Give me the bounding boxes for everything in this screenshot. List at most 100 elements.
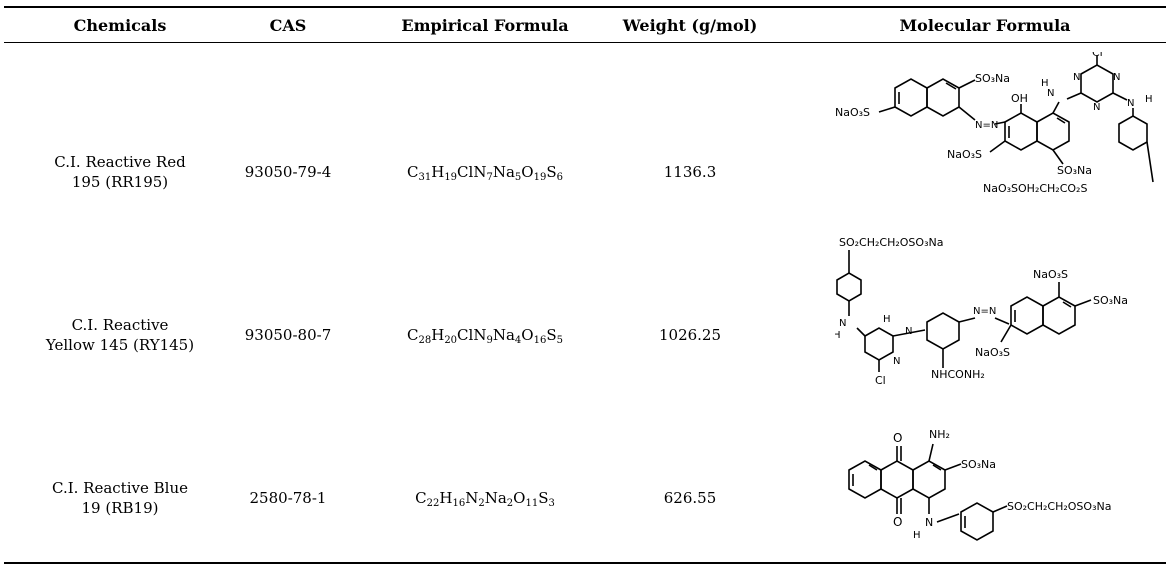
formula-subscript: 28	[418, 335, 432, 346]
formula-element: S	[546, 326, 557, 344]
ry-nhconh2: NHCONH₂	[931, 368, 985, 381]
formula-subscript: 9	[486, 335, 493, 346]
rr-so3na-bottom: SO₃Na	[1057, 164, 1092, 177]
row-1-name-line2: 195 (RR195)	[71, 173, 169, 191]
table-row-1-formula: C31H19ClN7Na5O19S6	[380, 162, 590, 183]
header-chemicals: Chemicals	[73, 16, 167, 35]
formula-subscript: 4	[514, 335, 522, 346]
formula-element: O	[513, 489, 526, 507]
rb-so3na: SO₃Na	[961, 458, 996, 471]
row-3-name-line1: C.I. Reactive Blue	[52, 479, 188, 497]
rr-so3na-top: SO₃Na	[975, 72, 1010, 85]
formula-subscript: 3	[548, 498, 555, 509]
table-header-rule	[4, 42, 1166, 43]
rr-oh: OH	[1011, 92, 1028, 105]
formula-subscript: 2	[506, 498, 514, 509]
table-bottom-rule	[4, 562, 1166, 564]
rb-nh2: NH₂	[929, 428, 950, 441]
table-row-3-name: C.I. Reactive Blue 19 (RB19)	[20, 478, 220, 518]
ry-naso3-mid: NaO₃S	[975, 346, 1010, 359]
rr-h-left: H	[1041, 78, 1049, 89]
formula-element: S	[538, 489, 549, 507]
table-row-3-formula: C22H16N2Na2O11S3	[380, 488, 590, 509]
ry-top-chain: SO₂CH₂CH₂OSO₃Na	[839, 236, 943, 249]
formula-subscript: 6	[556, 172, 563, 183]
rr-naso3-top: NaO₃S	[835, 106, 870, 119]
rr-cl: Cl	[1092, 52, 1103, 59]
rr-n-right: N	[1127, 98, 1134, 109]
formula-subscript: 19	[444, 172, 458, 183]
table-row-1-weight: 1136.3	[663, 163, 717, 181]
formula-element: ClN	[457, 326, 487, 344]
ry-h-mid: H	[883, 314, 891, 325]
row-1-name-line1: C.I. Reactive Red	[54, 153, 186, 171]
formula-element: O	[521, 326, 534, 344]
formula-element: Na	[492, 163, 515, 181]
formula-subscript: 16	[452, 498, 466, 509]
rr195-structure: NaO₃S SO₃Na N=N OH NaO₃S SO₃Na Cl N N N …	[835, 52, 1154, 195]
rr-h-right: H	[1145, 94, 1153, 105]
rr-tail: NaO₃SOH₂CH₂CO₂S	[983, 182, 1087, 195]
rr-n2: N	[1113, 72, 1120, 83]
table-row-2-weight: 1026.25	[658, 326, 722, 344]
formula-element: S	[546, 163, 557, 181]
rr-n1: N	[1073, 72, 1080, 83]
row-2-name-line1: C.I. Reactive	[71, 316, 169, 334]
table-row-2-name: C.I. Reactive Yellow 145 (RY145)	[20, 315, 220, 355]
formula-element: N	[465, 489, 479, 507]
table-row-1-name: C.I. Reactive Red 195 (RR195)	[20, 152, 220, 192]
rr-naso3-bottom: NaO₃S	[947, 148, 982, 161]
table-row-1-cas: 93050-79-4	[244, 163, 332, 181]
ry-n-a: N	[839, 318, 846, 329]
ry-naso3-top: NaO₃S	[1033, 268, 1068, 281]
formula-subscript: 22	[426, 498, 440, 509]
rb-o-top: O	[893, 431, 902, 445]
table-row-3-weight: 626.55	[663, 489, 717, 507]
header-molecular-formula: Molecular Formula	[899, 16, 1071, 35]
rb19-structure: O O NH₂ SO₃Na N H SO₂CH₂CH₂OSO₃Na	[848, 428, 1111, 541]
rr-n-left: N	[1047, 88, 1054, 99]
formula-element: H	[431, 326, 445, 344]
header-cas: CAS	[269, 16, 307, 35]
table-top-rule	[4, 6, 1166, 8]
table-row-3-cas: 2580-78-1	[249, 489, 327, 507]
formula-subscript: 11	[525, 498, 539, 509]
ry145-structure: SO₂CH₂CH₂OSO₃Na N H Cl H N N NHCONH₂ N=N…	[835, 236, 1128, 387]
ry-h-left: H	[835, 330, 841, 341]
formula-element: C	[407, 326, 419, 344]
formula-element: H	[431, 163, 445, 181]
row-3-name-line2: 19 (RB19)	[81, 499, 159, 517]
ry-azo: N=N	[973, 306, 996, 317]
rb-nh: N	[925, 516, 933, 529]
formula-element: ClN	[457, 163, 487, 181]
formula-subscript: 2	[478, 498, 485, 509]
ry-cl: Cl	[875, 374, 886, 387]
rb-chain: SO₂CH₂CH₂OSO₃Na	[1007, 500, 1111, 513]
formula-subscript: 20	[444, 335, 458, 346]
rr-azo: N=N	[975, 120, 998, 131]
ry-n-c: N	[893, 356, 900, 367]
table-row-2-cas: 93050-80-7	[244, 326, 332, 344]
formula-element: Na	[484, 489, 507, 507]
rb-o-bottom: O	[893, 515, 902, 529]
rr-n3: N	[1093, 102, 1100, 113]
formula-subscript: 7	[486, 172, 493, 183]
formula-subscript: 16	[533, 335, 547, 346]
row-2-name-line2: Yellow 145 (RY145)	[45, 336, 195, 354]
table-row-2-formula: C28H20ClN9Na4O16S5	[380, 325, 590, 346]
ry-n-b: N	[905, 326, 912, 337]
formula-element: C	[407, 163, 419, 181]
formula-subscript: 5	[556, 335, 563, 346]
formula-element: C	[415, 489, 427, 507]
header-weight: Weight (g/mol)	[622, 16, 758, 35]
formula-subscript: 19	[533, 172, 547, 183]
formula-subscript: 5	[514, 172, 522, 183]
formula-element: Na	[492, 326, 515, 344]
header-empirical-formula: Empirical Formula	[401, 16, 569, 35]
rb-h: H	[913, 530, 921, 541]
ry-so3na-right: SO₃Na	[1093, 294, 1128, 307]
formula-element: O	[521, 163, 534, 181]
formula-subscript: 31	[418, 172, 432, 183]
formula-element: H	[439, 489, 453, 507]
